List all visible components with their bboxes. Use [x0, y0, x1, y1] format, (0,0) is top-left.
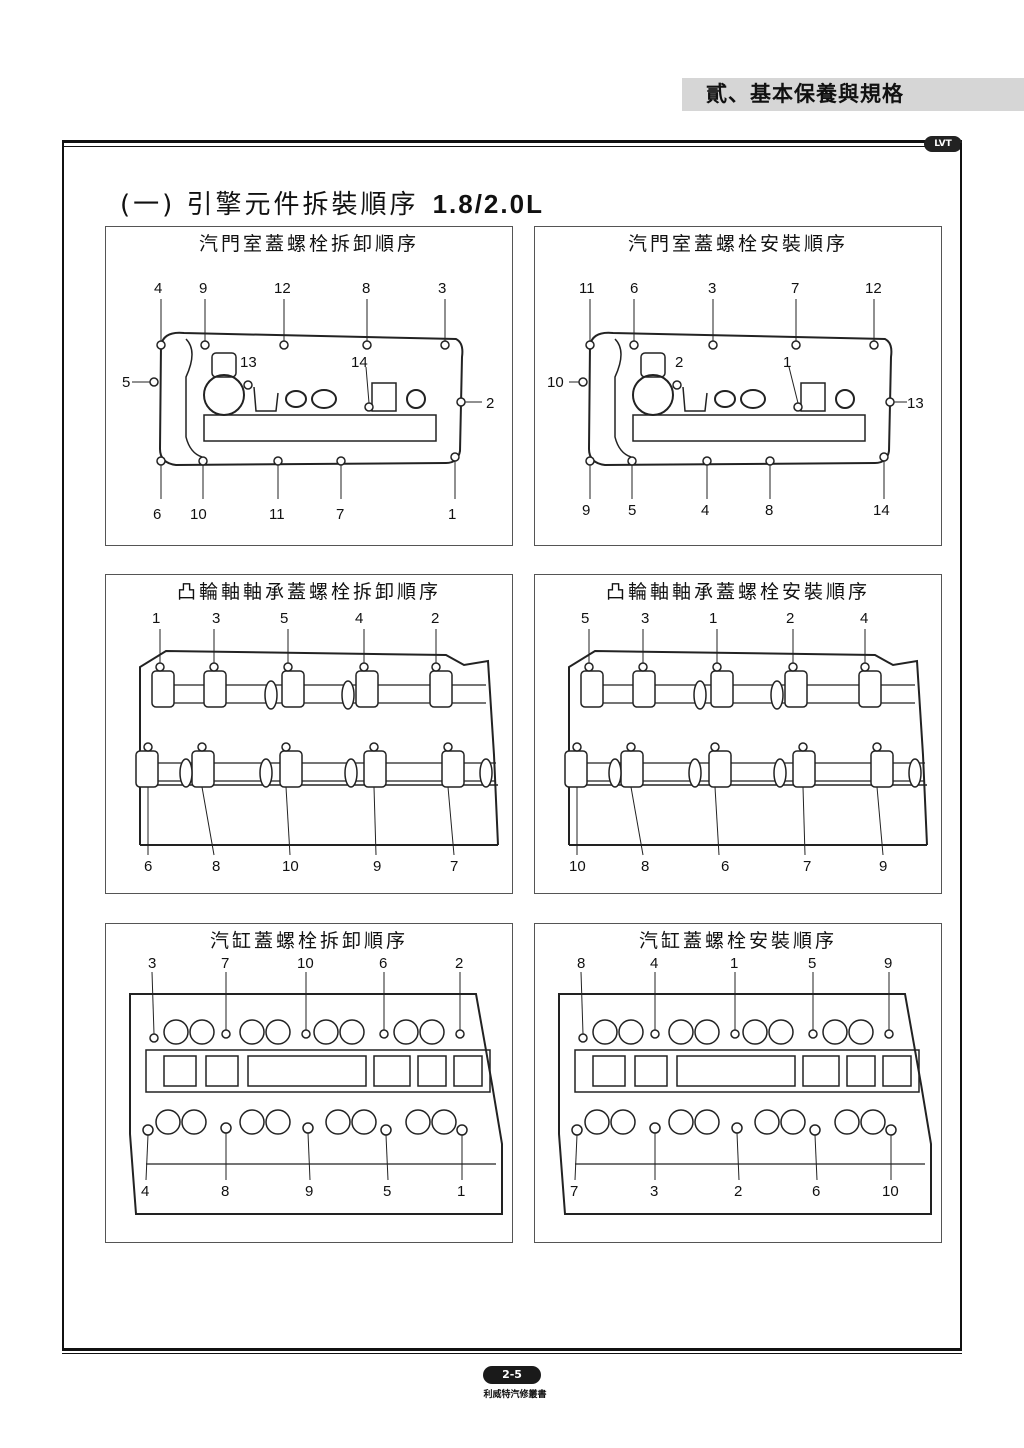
panel-title: 汽缸蓋螺栓拆卸順序 — [209, 930, 408, 952]
top-label: 3 — [708, 280, 716, 297]
panel-title: 汽缸蓋螺栓安裝順序 — [638, 930, 837, 952]
side-label: 10 — [547, 374, 564, 391]
bottom-rule — [62, 1348, 962, 1351]
camshaft-diagram: 5 3 1 2 4 10 8 6 7 9 — [564, 610, 928, 875]
inner-label: 2 — [675, 354, 683, 371]
bottom-label: 10 — [882, 1183, 899, 1200]
chapter-header: 貳、基本保養與規格 — [682, 78, 1024, 111]
top-label: 9 — [199, 280, 207, 297]
top-label: 4 — [650, 955, 658, 972]
panel-title: 汽門室蓋螺栓安裝順序 — [627, 233, 848, 255]
panel-title: 汽門室蓋螺栓拆卸順序 — [198, 233, 419, 255]
top-label: 10 — [297, 955, 314, 972]
bottom-label: 6 — [153, 506, 161, 523]
bottom-label: 10 — [190, 506, 207, 523]
bottom-label: 1 — [457, 1183, 465, 1200]
panel-cylinder-head-removal: 汽缸蓋螺栓拆卸順序 — [105, 923, 513, 1243]
top-label: 6 — [379, 955, 387, 972]
bottom-label: 10 — [569, 858, 586, 875]
top-rule-thin — [62, 146, 962, 147]
bottom-label: 5 — [383, 1183, 391, 1200]
panel-camshaft-removal: 凸輪軸軸承蓋螺栓拆卸順序 — [105, 574, 513, 894]
top-label: 3 — [641, 610, 649, 627]
top-label: 12 — [865, 280, 882, 297]
bottom-label: 6 — [721, 858, 729, 875]
inner-label: 1 — [783, 354, 791, 371]
bottom-rule-thin — [62, 1353, 962, 1354]
panel-valve-cover-removal: 汽門室蓋螺栓拆卸順序 — [105, 226, 513, 546]
panel-camshaft-installation: 凸輪軸軸承蓋螺栓安裝順序 — [534, 574, 942, 894]
top-label: 12 — [274, 280, 291, 297]
top-label: 8 — [362, 280, 370, 297]
cylinder-head-diagram: 8 4 1 5 9 7 3 2 6 10 — [558, 955, 932, 1215]
bottom-label: 9 — [582, 502, 590, 519]
top-label: 1 — [152, 610, 160, 627]
top-label: 5 — [808, 955, 816, 972]
bottom-label: 8 — [221, 1183, 229, 1200]
bottom-label: 2 — [734, 1183, 742, 1200]
panel-cylinder-head-installation: 汽缸蓋螺栓安裝順序 — [534, 923, 942, 1243]
bottom-label: 4 — [141, 1183, 149, 1200]
camshaft-diagram: 1 3 5 4 2 6 8 10 9 7 — [135, 610, 499, 875]
valve-cover-diagram: 11 6 3 7 12 9 5 4 8 14 10 13 2 1 — [547, 280, 924, 519]
panel-valve-cover-installation: 汽門室蓋螺栓安裝順序 — [534, 226, 942, 546]
bottom-label: 5 — [628, 502, 636, 519]
page-number: 2-5 — [483, 1366, 541, 1384]
engine-spec: 1.8/2.0L — [432, 189, 544, 219]
side-label: 5 — [122, 374, 130, 391]
top-label: 4 — [860, 610, 868, 627]
bottom-label: 10 — [282, 858, 299, 875]
inner-label: 13 — [240, 354, 257, 371]
bottom-label: 8 — [641, 858, 649, 875]
bottom-label: 9 — [305, 1183, 313, 1200]
top-label: 3 — [438, 280, 446, 297]
top-label: 7 — [221, 955, 229, 972]
bottom-label: 6 — [144, 858, 152, 875]
bottom-label: 9 — [373, 858, 381, 875]
bottom-label: 14 — [873, 502, 890, 519]
bottom-label: 6 — [812, 1183, 820, 1200]
top-label: 4 — [154, 280, 162, 297]
top-label: 6 — [630, 280, 638, 297]
top-label: 3 — [148, 955, 156, 972]
publisher-name: 利威特汽修叢書 — [483, 1390, 547, 1400]
bottom-label: 1 — [448, 506, 456, 523]
top-label: 11 — [579, 280, 595, 297]
side-label: 13 — [907, 395, 924, 412]
bottom-label: 7 — [803, 858, 811, 875]
bottom-label: 7 — [336, 506, 344, 523]
bottom-label: 7 — [450, 858, 458, 875]
top-label: 2 — [431, 610, 439, 627]
frame-left — [62, 143, 64, 1350]
top-label: 2 — [786, 610, 794, 627]
section-title: (一) 引擎元件拆裝順序 1.8/2.0L — [120, 184, 544, 221]
bottom-label: 3 — [650, 1183, 658, 1200]
top-label: 8 — [577, 955, 585, 972]
top-label: 7 — [791, 280, 799, 297]
top-label: 9 — [884, 955, 892, 972]
panel-title: 凸輪軸軸承蓋螺栓安裝順序 — [605, 581, 870, 603]
bottom-label: 9 — [879, 858, 887, 875]
bottom-label: 4 — [701, 502, 709, 519]
inner-label: 14 — [351, 354, 368, 371]
valve-cover-diagram: 4 9 12 8 3 6 10 11 7 1 5 2 13 14 — [122, 280, 494, 523]
bottom-label: 8 — [765, 502, 773, 519]
top-label: 1 — [730, 955, 738, 972]
panel-title: 凸輪軸軸承蓋螺栓拆卸順序 — [176, 581, 441, 603]
top-label: 3 — [212, 610, 220, 627]
cylinder-head-diagram: 3 7 10 6 2 4 8 9 5 1 — [129, 955, 503, 1215]
top-label: 1 — [709, 610, 717, 627]
top-label: 4 — [355, 610, 363, 627]
bottom-label: 7 — [570, 1183, 578, 1200]
bottom-label: 8 — [212, 858, 220, 875]
top-rule — [62, 140, 962, 143]
section-title-text: (一) 引擎元件拆裝順序 — [120, 190, 419, 220]
top-label: 5 — [581, 610, 589, 627]
top-label: 5 — [280, 610, 288, 627]
brand-logo: LVT — [924, 136, 962, 152]
frame-right — [960, 143, 962, 1350]
bottom-label: 11 — [269, 506, 285, 523]
top-label: 2 — [455, 955, 463, 972]
side-label: 2 — [486, 395, 494, 412]
